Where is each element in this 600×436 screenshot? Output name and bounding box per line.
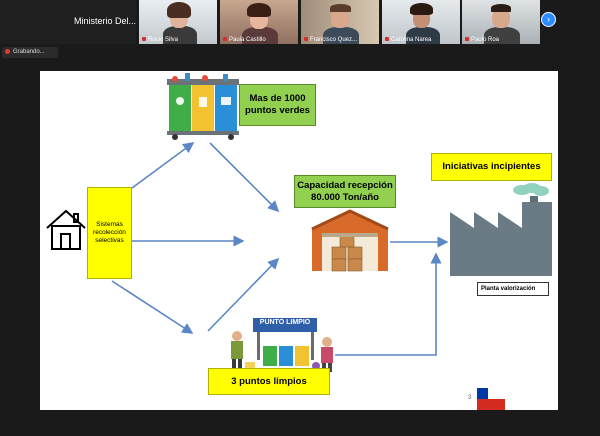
page-number: 3 (468, 395, 472, 401)
sistemas-recoleccion-box: Sistemas recolección selectivas (87, 187, 132, 279)
participant-name: Rocio Silva (139, 37, 217, 43)
arrow-bins-to-warehouse (209, 142, 280, 213)
puntos-limpios-box: 3 puntos limpios (208, 368, 330, 395)
record-dot-icon (5, 49, 10, 54)
arrow-puntos-to-warehouse (207, 257, 280, 332)
participant-strip: Ministerio Del... Rocio Silva Paula Cast… (0, 0, 600, 44)
participant-name: Paula Castillo (220, 37, 298, 43)
chile-flag-icon (477, 388, 505, 410)
recycling-bins-icon (167, 73, 239, 140)
warehouse-icon (311, 209, 389, 272)
shared-slide: Sistemas recolección selectivas Mas de 1… (40, 71, 558, 410)
chevron-right-icon: › (547, 14, 550, 24)
iniciativas-incipientes-box: Iniciativas incipientes (431, 153, 552, 181)
title-tile[interactable]: Ministerio Del... (0, 0, 136, 44)
puntos-verdes-box: Mas de 1000 puntos verdes (239, 84, 316, 126)
participant-tile[interactable]: Rocio Silva (139, 0, 217, 44)
recording-indicator[interactable]: Grabando... (2, 47, 58, 58)
clean-point-illustration: PUNTO LIMPIO (223, 316, 338, 374)
meeting-title: Ministerio Del... (74, 16, 136, 26)
house-icon (46, 209, 86, 250)
factory-icon (450, 183, 552, 276)
next-page-button[interactable]: › (541, 12, 556, 27)
participant-tile[interactable]: Paula Castillo (220, 0, 298, 44)
participant-name: Carolina Narea (382, 37, 460, 43)
participant-name: Francisco Quez... (301, 37, 379, 43)
flow-arrows (111, 142, 449, 356)
arrow-sistemas-to-bins (131, 142, 195, 189)
participant-name: Paulo Roa (462, 37, 540, 43)
arrow-puntos-to-factory (335, 252, 442, 356)
capacidad-recepcion-box: Capacidad recepción 80.000 Ton/año (294, 175, 396, 208)
participant-tile[interactable]: Carolina Narea (382, 0, 460, 44)
participant-tile[interactable]: Francisco Quez... (301, 0, 379, 44)
participant-tile[interactable]: Paulo Roa (462, 0, 540, 44)
planta-valorizacion-label: Planta valorización (477, 282, 549, 296)
arrow-sistemas-to-puntos (111, 280, 194, 334)
punto-limpio-sign: PUNTO LIMPIO (259, 319, 311, 326)
